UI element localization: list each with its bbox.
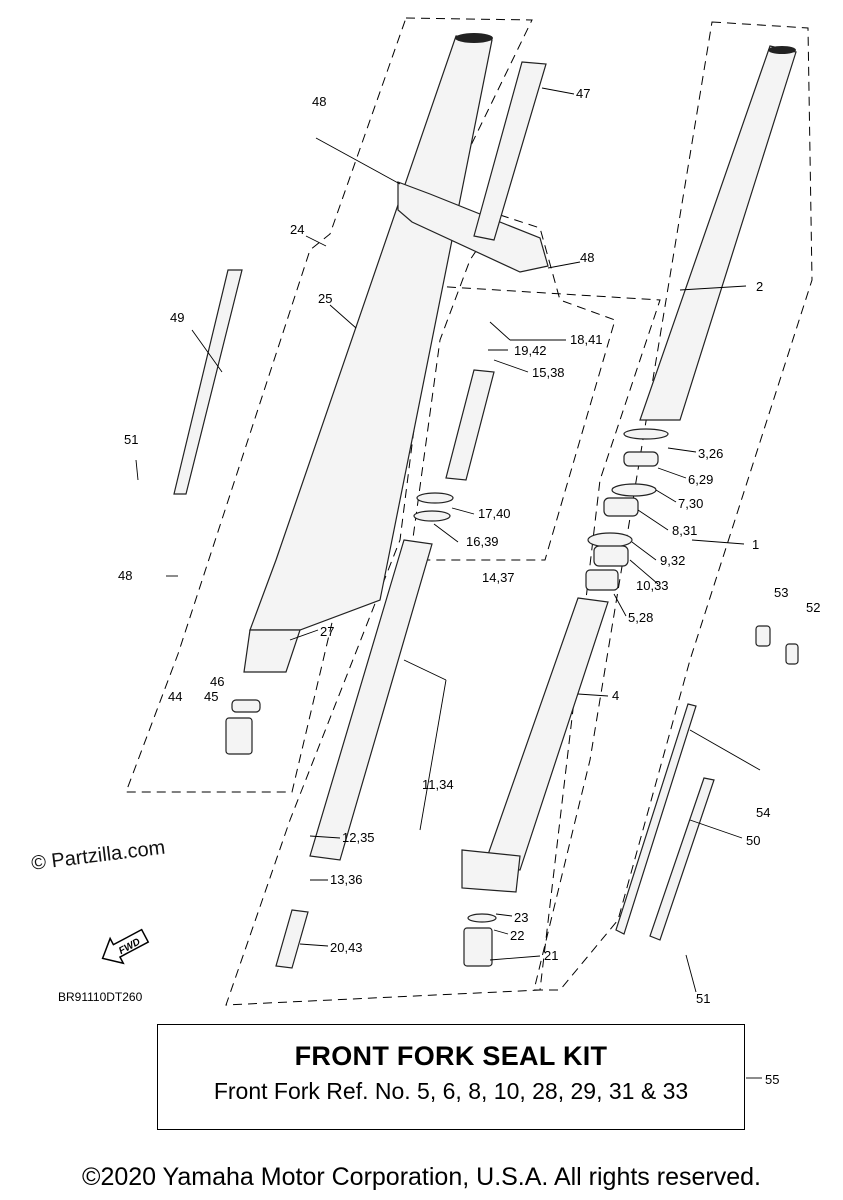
callout-15-38: 15,38 <box>532 365 565 380</box>
outer-tube-4 <box>483 597 609 871</box>
damper-rod-11 <box>309 539 433 861</box>
fwd-label: FWD <box>117 937 142 957</box>
right-guard-50 <box>615 703 697 935</box>
spring-20 <box>275 909 309 969</box>
callout-8-31: 8,31 <box>672 523 697 538</box>
ring-3-26 <box>623 428 669 440</box>
callout-16-39: 16,39 <box>466 534 499 549</box>
callout-9-32: 9,32 <box>660 553 685 568</box>
clamp-52 <box>785 643 799 665</box>
callout-48-left: 48 <box>118 568 132 583</box>
left-guard-49 <box>173 269 243 495</box>
left-outer-tube <box>249 35 493 631</box>
callout-21: 21 <box>544 948 558 963</box>
callout-55: 55 <box>765 1072 780 1087</box>
callout-53: 53 <box>774 585 788 600</box>
callout-47: 47 <box>576 86 590 101</box>
left-tube-top <box>455 33 493 43</box>
collar-23 <box>467 913 497 923</box>
callout-19-42: 19,42 <box>514 343 547 358</box>
washer-17 <box>416 492 454 504</box>
callout-11-34: 11,34 <box>422 777 454 792</box>
center-inner-group-outline <box>409 214 616 561</box>
seal-kit-title: FRONT FORK SEAL KIT <box>294 1041 608 1071</box>
clip-7-30 <box>611 483 657 497</box>
bushing-10-33 <box>593 545 629 567</box>
callout-12-35: 12,35 <box>342 830 375 845</box>
callout-13-36: 13,36 <box>330 872 363 887</box>
callout-51-left: 51 <box>124 432 138 447</box>
washer-16 <box>413 510 451 522</box>
bolt-53 <box>755 625 771 647</box>
callout-24: 24 <box>290 222 304 237</box>
callout-48-top: 48 <box>312 94 326 109</box>
callout-54: 54 <box>756 805 770 820</box>
callout-48-right: 48 <box>580 250 594 265</box>
cap-21-22 <box>463 927 493 967</box>
callout-2: 2 <box>756 279 763 294</box>
callout-1: 1 <box>752 537 759 552</box>
callout-10-33: 10,33 <box>636 578 669 593</box>
seal-kit-box: FRONT FORK SEAL KIT Front Fork Ref. No. … <box>157 1024 745 1130</box>
seal-8-31 <box>603 497 639 517</box>
seal-kit-subtitle: Front Fork Ref. No. 5, 6, 8, 10, 28, 29,… <box>213 1078 689 1104</box>
bushing-5-28 <box>585 569 619 591</box>
callout-27: 27 <box>320 624 334 639</box>
callout-50: 50 <box>746 833 760 848</box>
steering-stem-47 <box>473 61 547 241</box>
right-fork-group-outline <box>533 21 813 991</box>
callout-49: 49 <box>170 310 184 325</box>
callout-4: 4 <box>612 688 619 703</box>
callout-25: 25 <box>318 291 332 306</box>
callout-7-30: 7,30 <box>678 496 703 511</box>
callout-6-29: 6,29 <box>688 472 713 487</box>
cartridge-upper <box>445 369 495 481</box>
callout-14-37: 14,37 <box>482 570 515 585</box>
center-outer-group-outline <box>225 285 661 1006</box>
callout-3-26: 3,26 <box>698 446 723 461</box>
fwd-arrow-icon: FWD <box>101 928 150 965</box>
right-axle-bracket <box>461 849 521 893</box>
callout-23: 23 <box>514 910 528 925</box>
lower-bracket <box>397 181 549 273</box>
callout-20-43: 20,43 <box>330 940 363 955</box>
callout-44: 44 <box>168 689 182 704</box>
washer-9-32 <box>587 532 633 548</box>
guard-shield-50 <box>649 777 715 941</box>
callout-18-41: 18,41 <box>570 332 603 347</box>
callout-5-28: 5,28 <box>628 610 653 625</box>
right-tube-top <box>768 46 796 54</box>
right-inner-tube-2 <box>639 45 797 421</box>
left-cap-44 <box>225 717 253 755</box>
callout-17-40: 17,40 <box>478 506 511 521</box>
left-axle-bracket <box>243 629 301 673</box>
leader-lines <box>135 87 762 1079</box>
callout-46: 46 <box>210 674 224 689</box>
callout-52: 52 <box>806 600 820 615</box>
left-collar-46 <box>231 699 261 713</box>
callout-45: 45 <box>204 689 218 704</box>
callout-22: 22 <box>510 928 524 943</box>
copyright-notice: ©2020 Yamaha Motor Corporation, U.S.A. A… <box>82 1163 761 1191</box>
drawing-code: BR91110DT260 <box>58 990 143 1004</box>
seal-6-29 <box>623 451 659 467</box>
left-fork-group-outline <box>125 17 533 793</box>
callout-51-right: 51 <box>696 991 710 1006</box>
